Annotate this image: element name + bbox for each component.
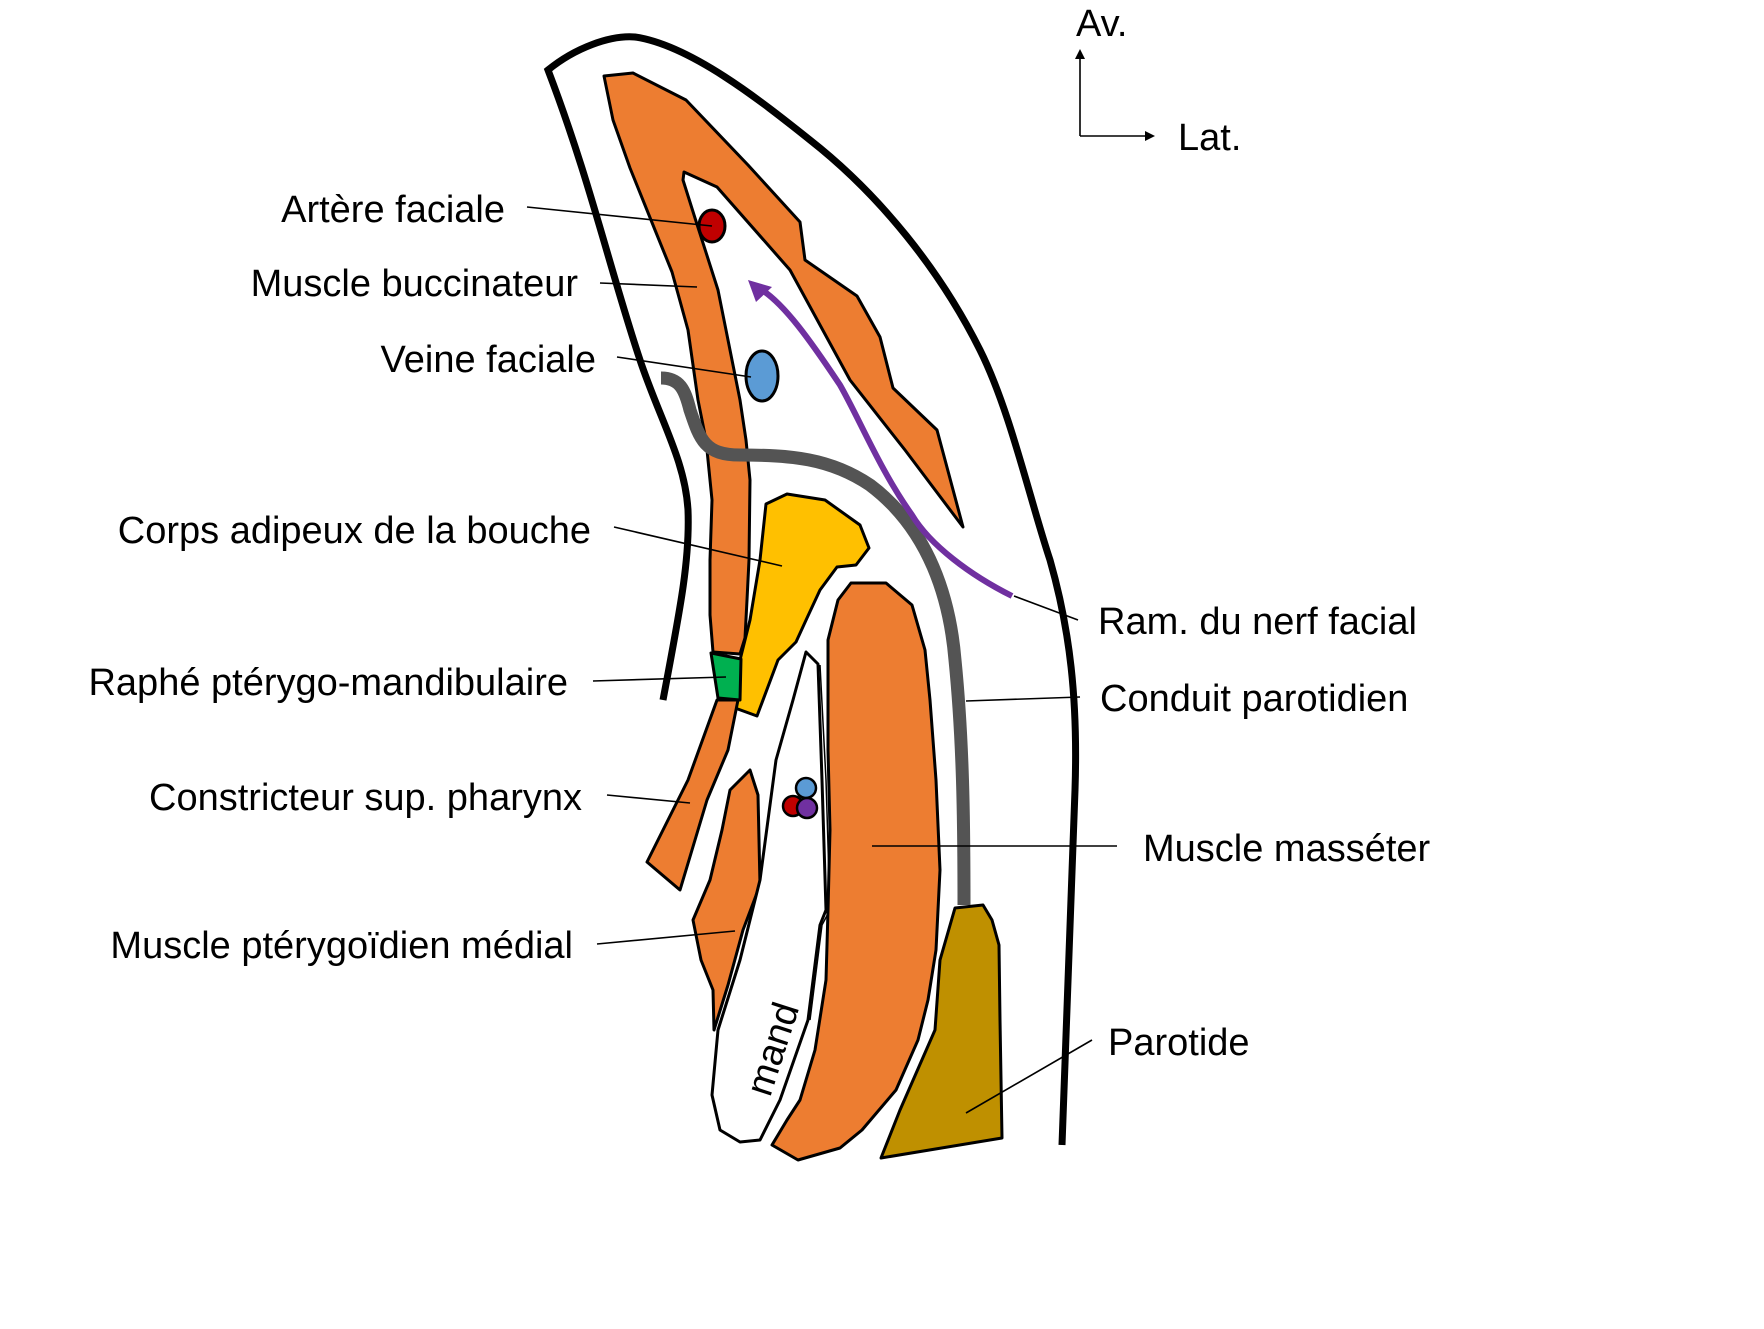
lateral-label: Lat. — [1178, 117, 1241, 159]
label-constrictor: Constricteur sup. pharynx — [149, 777, 582, 819]
masseter-muscle — [770, 581, 942, 1162]
superior-constrictor-muscle — [645, 698, 740, 892]
leader-constrictor — [606, 794, 691, 804]
leader-buccinator — [599, 282, 698, 288]
leader-lines — [526, 206, 1117, 1114]
medial-pterygoid-muscle — [691, 768, 762, 1032]
label-masseter: Muscle masséter — [1143, 828, 1431, 870]
label-parotid: Parotide — [1108, 1022, 1250, 1064]
leader-parotid-duct — [965, 696, 1081, 702]
leader-parotid — [965, 1039, 1093, 1114]
facial-vein — [744, 349, 780, 403]
left-labels: Artère faciale Muscle buccinateur Veine … — [88, 189, 596, 967]
leader-medial-pterygoid — [596, 930, 736, 945]
bundle-nerve — [795, 796, 819, 820]
parotid-gland — [879, 903, 1004, 1160]
leader-facial-vein — [616, 356, 752, 378]
leader-raphe — [592, 676, 727, 682]
facial-nerve-branch — [760, 287, 1014, 599]
orientation-indicator: Av. Lat. — [1075, 3, 1241, 159]
buccal-fat-pad — [733, 492, 871, 718]
label-facial-artery: Artère faciale — [281, 189, 505, 231]
mandible — [710, 650, 828, 1144]
label-medial-pterygoid: Muscle ptérygoïdien médial — [110, 925, 573, 967]
label-buccinator: Muscle buccinateur — [251, 263, 579, 305]
label-facial-nerve: Ram. du nerf facial — [1098, 601, 1417, 643]
label-parotid-duct: Conduit parotidien — [1100, 678, 1408, 720]
leader-buccal-fat-pad — [613, 526, 783, 567]
label-buccal-fat-pad: Corps adipeux de la bouche — [118, 510, 591, 552]
facial-nerve-arrowhead-icon — [748, 280, 772, 302]
leader-facial-artery — [526, 206, 713, 227]
label-raphe: Raphé ptérygo-mandibulaire — [88, 662, 568, 704]
right-labels: Ram. du nerf facial Conduit parotidien M… — [1098, 601, 1431, 1064]
label-facial-vein: Veine faciale — [381, 339, 597, 381]
anterior-label: Av. — [1076, 3, 1127, 45]
parotid-duct — [660, 371, 971, 906]
leader-facial-nerve — [1013, 595, 1079, 621]
pterygomandibular-raphe — [709, 651, 743, 702]
skin-outline — [543, 33, 1080, 1146]
bundle-vein — [794, 776, 818, 800]
buccinator-muscle — [602, 71, 965, 656]
